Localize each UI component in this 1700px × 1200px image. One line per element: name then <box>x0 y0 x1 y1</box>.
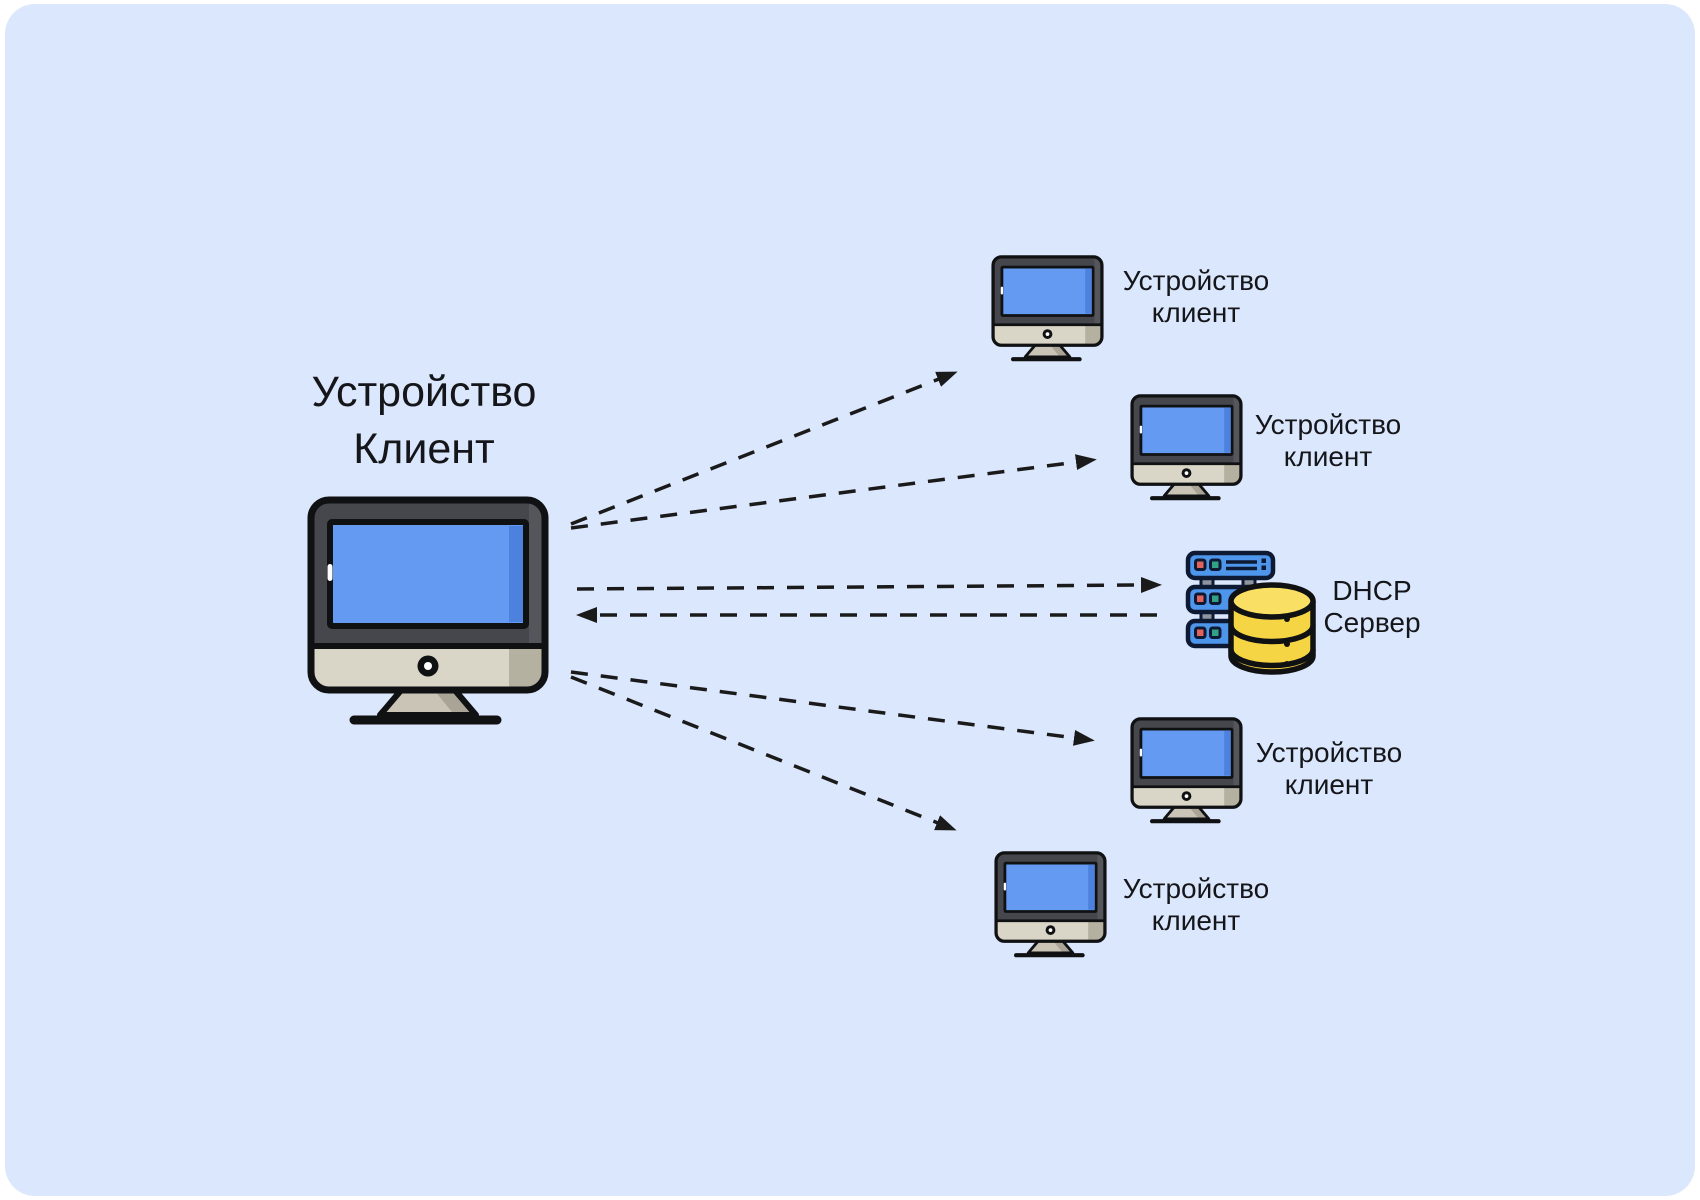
main-client-label-line2: Клиент <box>353 425 495 473</box>
arrow-main-to-dhcp-server <box>576 577 1162 594</box>
main-client-label: Устройство Клиент <box>224 364 624 478</box>
dhcp-server-label: DHCP Сервер <box>1262 575 1482 639</box>
dhcp-server-label-line2: Сервер <box>1323 607 1421 638</box>
client-4-label-line1: Устройство <box>1122 873 1270 904</box>
client-4-label: Устройство клиент <box>1086 873 1306 937</box>
connection-arrows <box>570 371 1162 831</box>
arrow-main-to-client-1 <box>570 371 958 526</box>
main-client-monitor-icon <box>311 500 545 720</box>
arrow-main-to-client-3 <box>570 670 1095 746</box>
client-1-label: Устройство клиент <box>1086 265 1306 329</box>
diagram-graphics <box>5 4 1316 1196</box>
diagram-canvas: Устройство Клиент Устройство клиент Устр… <box>5 4 1695 1196</box>
dhcp-server-icon <box>1185 550 1316 675</box>
database-icon <box>1228 582 1316 675</box>
dhcp-server-label-line1: DHCP <box>1332 575 1412 606</box>
client-3-label-line2: клиент <box>1284 769 1374 800</box>
client-3-label-line1: Устройство <box>1255 737 1403 768</box>
client-4-label-line2: клиент <box>1151 905 1241 936</box>
main-client-label-line1: Устройство <box>311 368 537 416</box>
client-3-label: Устройство клиент <box>1219 737 1439 801</box>
arrow-main-to-client-4 <box>570 675 957 831</box>
client-1-label-line2: клиент <box>1151 297 1241 328</box>
client-2-label-line2: клиент <box>1283 441 1373 472</box>
arrow-main-to-client-2 <box>570 454 1097 530</box>
client-1-label-line1: Устройство <box>1122 265 1270 296</box>
client-2-label: Устройство клиент <box>1218 409 1438 473</box>
client-2-label-line1: Устройство <box>1254 409 1402 440</box>
